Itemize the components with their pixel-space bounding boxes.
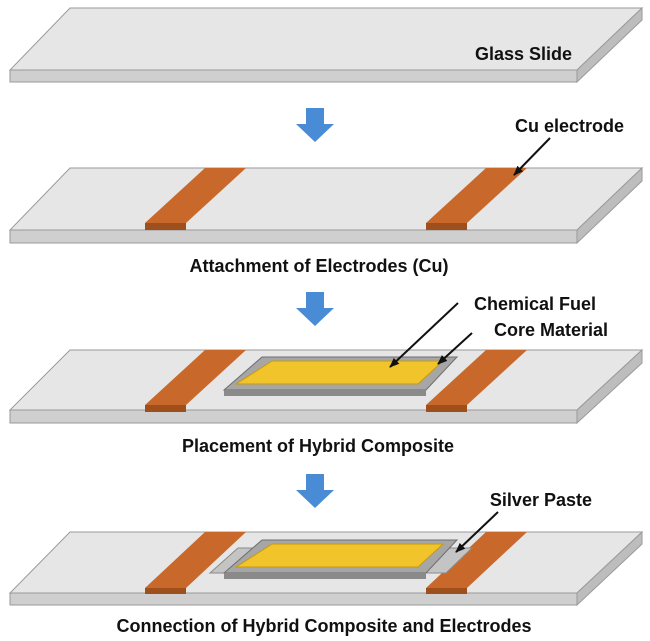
cu-electrode-left-edge (145, 405, 186, 412)
cu-electrode-right-edge (426, 588, 467, 594)
step-4-caption: Connection of Hybrid Composite and Elect… (116, 616, 531, 636)
glass-slide-side (576, 530, 643, 607)
chemical-fuel-callout: Chemical Fuel (474, 294, 596, 314)
glass-slide-side (576, 6, 643, 84)
core-material-edge (224, 573, 426, 579)
core-material-edge (224, 390, 426, 396)
cu-electrode-left-edge (145, 588, 186, 594)
glass-slide-top (8, 167, 644, 231)
cu-electrode-right (426, 168, 527, 223)
step-3-caption: Placement of Hybrid Composite (182, 436, 454, 456)
step-2-caption: Attachment of Electrodes (Cu) (189, 256, 448, 276)
cu-electrode-right (426, 350, 527, 405)
glass-slide-front (9, 229, 578, 244)
step-4-connection: Silver Paste Connection of Hybrid Compos… (8, 490, 644, 636)
cu-electrode-callout: Cu electrode (515, 116, 624, 136)
silver-paste-callout-arrow (455, 511, 499, 553)
cu-electrode-right (426, 532, 527, 588)
cu-electrode-right-edge (426, 223, 467, 230)
glass-slide-front (9, 592, 578, 606)
process-arrow-1 (296, 108, 334, 142)
chemical-fuel-layer (234, 360, 445, 385)
step-1-glass-slide: Glass Slide (8, 6, 644, 84)
glass-slide-front (9, 69, 578, 83)
core-material-callout-arrow (437, 332, 473, 365)
cu-electrode-left (145, 168, 246, 223)
cu-electrode-left-edge (145, 223, 186, 230)
glass-slide-label: Glass Slide (475, 44, 572, 64)
cu-electrode-callout-arrow (513, 137, 551, 176)
glass-slide-front (9, 409, 578, 424)
step-3-hybrid-composite: Chemical Fuel Core Material Placement of… (8, 294, 644, 456)
chemical-fuel-layer (234, 543, 445, 568)
process-arrow-3 (296, 474, 334, 508)
cu-electrode-right-edge (426, 405, 467, 412)
cu-electrode-left (145, 532, 246, 588)
step-2-electrodes: Cu electrode Attachment of Electrodes (C… (8, 116, 644, 276)
cu-electrode-left (145, 350, 246, 405)
glass-slide-side (576, 166, 643, 245)
core-material-callout: Core Material (494, 320, 608, 340)
chemical-fuel-callout-arrow (389, 302, 459, 368)
silver-paste-callout: Silver Paste (490, 490, 592, 510)
glass-slide-side (576, 348, 643, 425)
process-arrow-2 (296, 292, 334, 326)
